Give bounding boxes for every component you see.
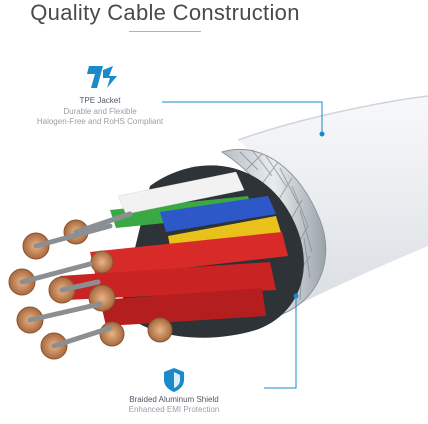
- wire-red-2: [60, 262, 276, 300]
- wire-red-1: [90, 232, 288, 278]
- wire-white: [117, 171, 245, 215]
- jacket-callout-line: [162, 101, 323, 132]
- wire-red-3: [100, 288, 266, 326]
- insulated-conductors: [60, 171, 288, 326]
- title-underline: [129, 31, 201, 32]
- shield-icon: [161, 367, 187, 393]
- jacket-top-edge: [237, 95, 428, 141]
- page-title: Quality Cable Construction: [30, 0, 300, 25]
- jacket-description-1: Durable and Flexible: [63, 107, 137, 116]
- bare-strands: [19, 211, 133, 349]
- jacket-title: TPE Jacket: [79, 96, 121, 105]
- shield-description: Enhanced EMI Protection: [128, 405, 220, 414]
- tpe-jacket: [238, 96, 428, 316]
- jacket-description-2: Halogen-Free and RoHS Compliant: [36, 117, 164, 126]
- tpe-jacket-icon: [83, 64, 119, 90]
- callout-lines: [162, 101, 325, 389]
- shield-title: Braided Aluminum Shield: [129, 395, 219, 404]
- shield-callout-line: [264, 296, 297, 389]
- wire-blue: [160, 196, 276, 232]
